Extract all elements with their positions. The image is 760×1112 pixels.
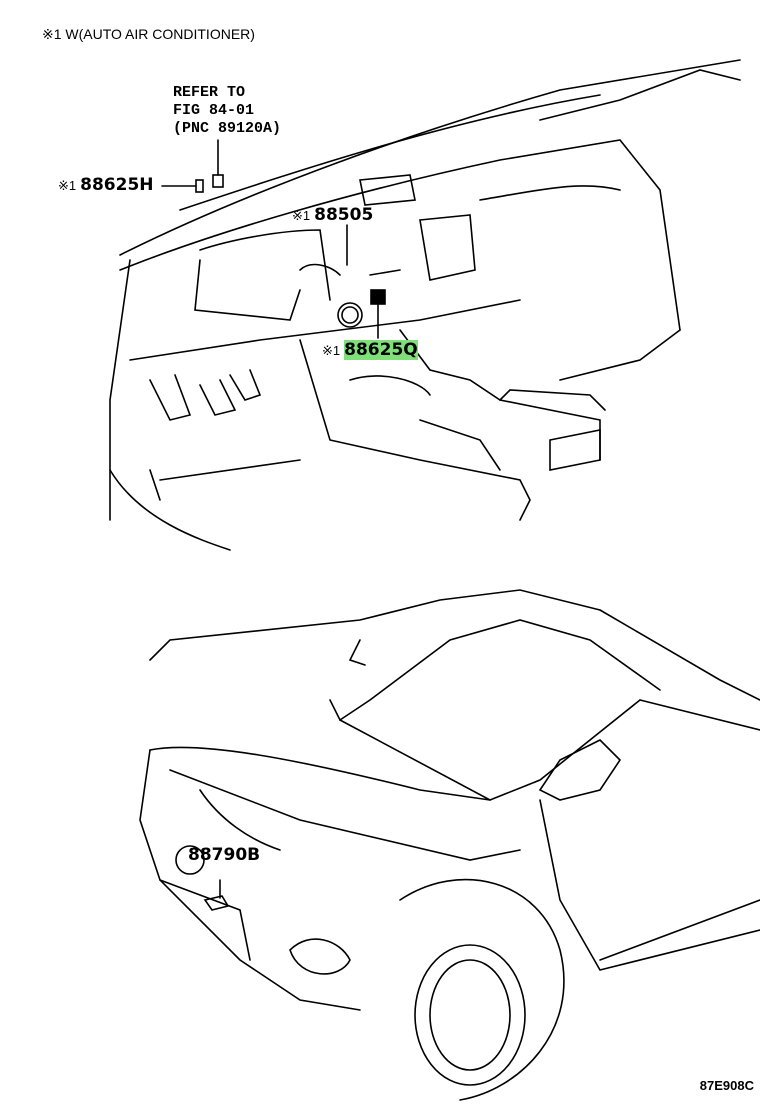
part-number[interactable]: 88790B bbox=[188, 845, 261, 865]
refer-to-note: REFER TO FIG 84-01 (PNC 89120A) bbox=[173, 84, 281, 138]
refer-line-1: REFER TO bbox=[173, 84, 246, 101]
callout-mark: ※1 bbox=[58, 178, 77, 193]
callout-mark: ※1 bbox=[322, 343, 341, 358]
figure-code: 87E908C bbox=[699, 1078, 754, 1093]
refer-line-3: (PNC 89120A) bbox=[173, 120, 282, 137]
truck-illustration bbox=[139, 589, 760, 1101]
leader-lines bbox=[161, 139, 386, 911]
part-number[interactable]: 88505 bbox=[314, 205, 374, 225]
callout-mark: ※1 bbox=[292, 208, 311, 223]
part-number[interactable]: 88625H bbox=[80, 175, 154, 195]
dashboard-illustration bbox=[109, 59, 741, 551]
callout-88790b[interactable]: 88790B bbox=[188, 845, 260, 865]
refer-line-2: FIG 84-01 bbox=[173, 102, 255, 119]
note-auto-air-conditioner: ※1 W(AUTO AIR CONDITIONER) bbox=[42, 26, 255, 42]
part-number-highlighted[interactable]: 88625Q bbox=[344, 340, 418, 360]
